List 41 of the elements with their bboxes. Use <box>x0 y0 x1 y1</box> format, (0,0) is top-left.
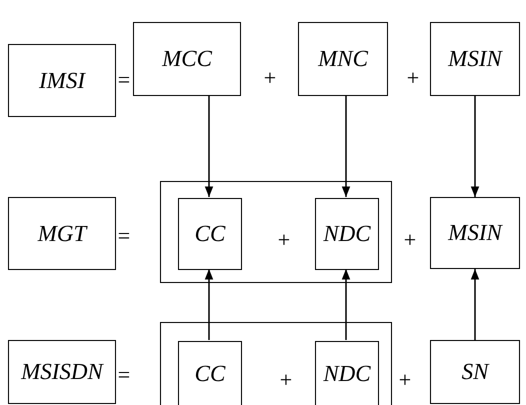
term-box <box>133 22 241 96</box>
operator-sign: + <box>280 367 292 393</box>
term-box <box>8 44 116 117</box>
term-text: NDC <box>322 221 372 247</box>
arrow <box>470 269 480 340</box>
operator-sign: + <box>404 227 416 253</box>
term-text: SN <box>460 359 490 385</box>
operator-sign: + <box>406 65 420 91</box>
arrow <box>342 269 350 340</box>
term-text: MGT <box>36 220 89 246</box>
term-text: NDC <box>322 361 372 387</box>
term-box <box>178 341 242 405</box>
term-text: MNC <box>316 46 370 72</box>
term-box <box>430 22 520 96</box>
term-text: MSIN <box>446 46 504 72</box>
operator-sign: = <box>118 67 130 93</box>
term-box <box>298 22 388 96</box>
operator-sign: + <box>264 65 276 91</box>
operator-sign: = <box>118 223 130 249</box>
term-box <box>178 198 242 270</box>
arrow <box>470 96 480 197</box>
term-text: CC <box>194 221 226 247</box>
term-text: MCC <box>160 46 214 72</box>
term-text: MSISDN <box>20 359 105 385</box>
group-frame <box>160 322 392 405</box>
group-frame <box>160 181 392 283</box>
term-box <box>315 341 379 405</box>
term-box <box>315 198 379 270</box>
term-box <box>430 197 520 269</box>
term-text: CC <box>194 361 226 387</box>
operator-sign: + <box>278 227 290 253</box>
arrow <box>204 269 214 340</box>
term-text: IMSI <box>38 68 87 94</box>
arrow <box>342 96 350 197</box>
operator-sign: = <box>118 362 130 388</box>
term-text: MSIN <box>446 220 504 246</box>
term-box <box>8 340 116 404</box>
operator-sign: + <box>398 367 412 393</box>
arrow <box>204 96 214 197</box>
term-box <box>8 197 116 270</box>
term-box <box>430 340 520 404</box>
